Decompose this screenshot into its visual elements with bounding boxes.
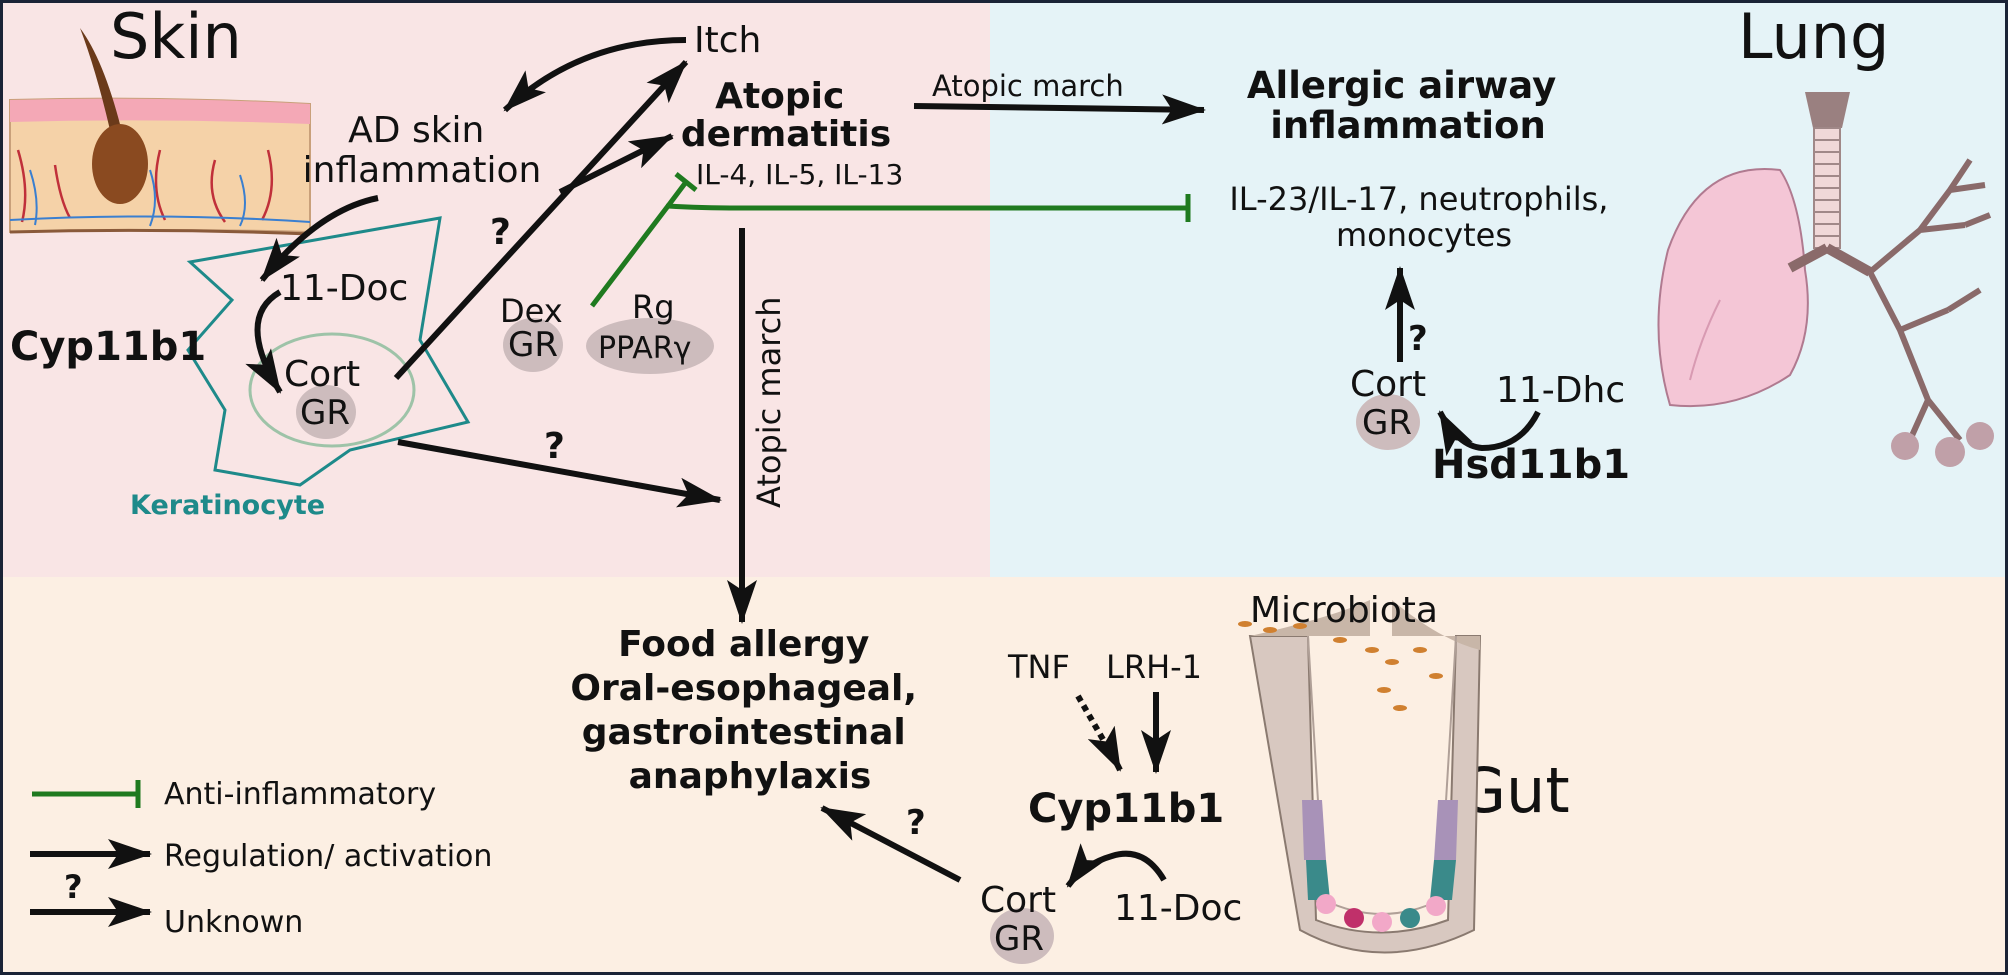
lung-gr-label: GR — [1362, 403, 1412, 443]
ad-to-doc-arrow — [259, 195, 379, 282]
atopic-march-horizontal-arrow — [913, 94, 1206, 125]
lung-illustration — [1657, 92, 1994, 467]
hsd11b1-label: Hsd11b1 — [1432, 442, 1630, 488]
dex-label: Dex — [500, 292, 563, 330]
gut-cort-label: Cort — [980, 880, 1056, 921]
dex-gr-label: GR — [508, 325, 558, 365]
itch-label: Itch — [694, 20, 761, 61]
ppar-label: PPARγ — [598, 331, 691, 366]
doc-to-cort-gut-arrow — [1065, 843, 1167, 888]
skin-unknown-mark-march: ? — [544, 426, 565, 467]
lung-dhc-label: 11-Dhc — [1496, 370, 1625, 411]
itch-to-ad-arrow — [502, 37, 687, 113]
dex-gr-receptor — [503, 318, 563, 372]
gut-doc-label: 11-Doc — [1114, 888, 1242, 929]
doc-to-cort-arrow — [245, 289, 283, 394]
legend-regulation-label: Regulation/ activation — [164, 839, 492, 874]
keratinocyte-label: Keratinocyte — [130, 490, 325, 521]
microbiota-label: Microbiota — [1250, 590, 1438, 631]
il23-label: IL-23/IL-17, neutrophils, monocytes — [1229, 180, 1618, 254]
legend-unknown-label: Unknown — [164, 905, 303, 940]
lung-cort-label: Cort — [1350, 364, 1426, 405]
legend: Anti-inflammatory Regulation/ activation… — [30, 777, 492, 940]
inhibition-bar-atopic — [674, 172, 698, 192]
ppar-receptor — [586, 318, 714, 374]
skin-unknown-mark-itch: ? — [490, 212, 511, 253]
legend-anti-inflammatory-label: Anti-inflammatory — [164, 777, 436, 812]
lung-gr-receptor — [1356, 394, 1420, 450]
to-atopic-dermatitis-arrow — [558, 133, 674, 195]
gut-cort-to-food-allergy-arrow — [820, 805, 962, 883]
cort-to-atopic-march-arrow — [397, 439, 722, 508]
ad-skin-inflammation-label: AD skin inflammation — [303, 110, 542, 191]
skin-gr-receptor — [296, 385, 356, 439]
inhibition-branch-atopic — [666, 180, 688, 208]
gut-cyp11b1-label: Cyp11b1 — [1028, 786, 1224, 832]
skin-cort-label: Cort — [284, 354, 360, 395]
atopic-march-vertical-label: Atopic march — [750, 296, 788, 508]
skin-cyp11b1-label: Cyp11b1 — [10, 324, 206, 370]
interleukins-label: IL-4, IL-5, IL-13 — [696, 158, 903, 191]
intestinal-crypt-illustration — [1248, 600, 1482, 954]
gut-unknown-mark: ? — [906, 803, 926, 843]
tnf-label: TNF — [1007, 648, 1070, 686]
food-allergy-label: Food allergy Oral-esophageal, gastrointe… — [570, 624, 929, 797]
skin-region-bg — [0, 0, 990, 577]
atopic-march-horizontal-label: Atopic march — [932, 69, 1124, 103]
skin-gr-label: GR — [300, 393, 350, 433]
skin-illustration — [9, 28, 311, 236]
allergic-airway-label: Allergic airway inflammation — [1247, 64, 1569, 147]
tnf-to-cyp11b1-arrowhead — [1087, 725, 1123, 772]
dhc-to-cort-arrow — [1437, 410, 1541, 457]
microbiota-dots — [1238, 621, 1443, 711]
lrh1-label: LRH-1 — [1106, 648, 1202, 686]
lung-title: Lung — [1738, 0, 1889, 73]
gut-gr-receptor — [990, 908, 1054, 964]
cort-to-itch-arrow — [393, 59, 689, 381]
lung-unknown-mark: ? — [1408, 319, 1428, 359]
skin-doc-label: 11-Doc — [280, 268, 408, 309]
rg-label: Rg — [632, 288, 675, 326]
atopic-dermatitis-label: Atopic dermatitis — [681, 76, 891, 155]
gut-gr-label: GR — [994, 919, 1044, 959]
skin-title: Skin — [110, 0, 242, 73]
legend-unknown-mark: ? — [64, 868, 83, 906]
